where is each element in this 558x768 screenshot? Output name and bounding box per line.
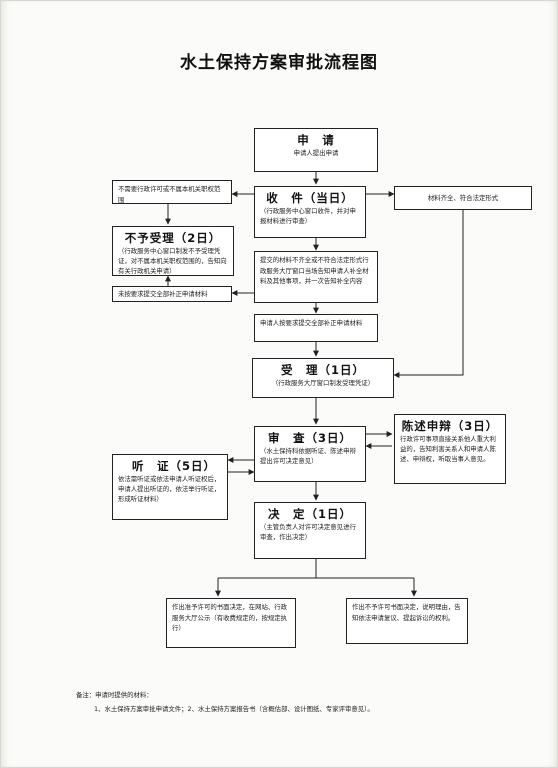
apply-node: 申 请 申请人提出申请: [254, 128, 378, 172]
apply-title: 申 请: [297, 133, 335, 147]
incomplete-node: 提交的材料不齐全或不符合法定形式行政服务大厅窗口当场告知申请人补全材料及其他事项…: [254, 251, 378, 303]
approve-desc: 作出准予许可的书面决定，在网站、行政服务大厅公示（有收费规定的，按规定执行）: [172, 603, 288, 632]
statement-node: 陈述申辩（3日） 行政许可事项直接关系他人重大利益的，告知利害关系人和申请人陈述…: [394, 414, 506, 484]
hearing-desc: 依法需听证或依法申请人听证权后，申请人提出听证的，依法举行听证，形成听证材料）: [118, 475, 221, 503]
page-title: 水土保持方案审批流程图: [180, 53, 378, 73]
footnote: 备注：申请时提供的材料： 1、水土保持方案审批申请文件；2、水土保持方案报告书（…: [76, 688, 536, 716]
review-title: 审 查（3日）: [267, 431, 352, 445]
receive-desc: （行政服务中心窗口收件，并对申报材料进行审查）: [260, 207, 356, 225]
deny-desc: 作出不予许可书面决定，说明理由，告知依法申请复议、提起诉讼的权利。: [352, 603, 461, 622]
statement-desc: 行政许可事项直接关系他人重大利益的，告知利害关系人和申请人陈述、申辩权，听取当事…: [400, 435, 496, 463]
deny-node: 作出不予许可书面决定，说明理由，告知依法申请复议、提起诉讼的权利。: [346, 598, 468, 644]
not-in-scope-desc: 不需要行政许可或不属本机关职权范围: [118, 185, 221, 204]
not-supplement-node: 未按要求提交全部补正申请材料: [112, 286, 232, 302]
complete-desc: 材料齐全、符合法定形式: [427, 194, 499, 202]
supplement-node: 申请人按要求提交全部补正申请材料: [254, 314, 378, 342]
complete-node: 材料齐全、符合法定形式: [394, 186, 532, 210]
not-in-scope-node: 不需要行政许可或不属本机关职权范围: [112, 180, 232, 204]
reject-title: 不予受理（2日）: [124, 231, 222, 245]
review-node: 审 查（3日） （水土保持科依据听证、陈述申辩提出许可决定意见）: [254, 426, 366, 482]
decision-desc: （主管负责人对许可决定意见进行审查，作出决定）: [260, 523, 356, 541]
supplement-desc: 申请人按要求提交全部补正申请材料: [260, 319, 363, 327]
hearing-title: 听 证（5日）: [132, 459, 217, 473]
apply-desc: 申请人提出申请: [293, 149, 339, 157]
hearing-node: 听 证（5日） 依法需听证或依法申请人听证权后，申请人提出听证的，依法举行听证，…: [112, 454, 228, 520]
review-desc: （水土保持科依据听证、陈述申辩提出许可决定意见）: [260, 447, 356, 465]
decision-node: 决 定（1日） （主管负责人对许可决定意见进行审查，作出决定）: [254, 502, 366, 559]
receive-node: 收 件（当日） （行政服务中心窗口收件，并对申报材料进行审查）: [254, 186, 366, 238]
receive-title: 收 件（当日）: [266, 191, 354, 205]
reject-desc: （行政服务中心窗口制发不予受理凭证，对不属本机关职权范围的，告知向有关行政机关申…: [118, 247, 227, 275]
approve-node: 作出准予许可的书面决定，在网站、行政服务大厅公示（有收费规定的，按规定执行）: [166, 598, 296, 648]
footnote-line: 1、水土保持方案审批申请文件；2、水土保持方案报告书（含概估部、设计图纸、专家评…: [94, 705, 374, 713]
not-supplement-desc: 未按要求提交全部补正申请材料: [118, 290, 208, 298]
accept-desc: （行政服务大厅窗口制发受理凭证）: [271, 379, 375, 387]
accept-title: 受 理（1日）: [280, 363, 365, 377]
incomplete-desc: 提交的材料不齐全或不符合法定形式行政服务大厅窗口当场告知申请人补全材料及其他事项…: [260, 256, 369, 285]
decision-title: 决 定（1日）: [267, 507, 352, 521]
reject-node: 不予受理（2日） （行政服务中心窗口制发不予受理凭证，对不属本机关职权范围的，告…: [112, 226, 234, 276]
statement-title: 陈述申辩（3日）: [401, 419, 499, 433]
accept-node: 受 理（1日） （行政服务大厅窗口制发受理凭证）: [252, 358, 394, 398]
footnote-label: 备注：申请时提供的材料：: [76, 691, 153, 699]
